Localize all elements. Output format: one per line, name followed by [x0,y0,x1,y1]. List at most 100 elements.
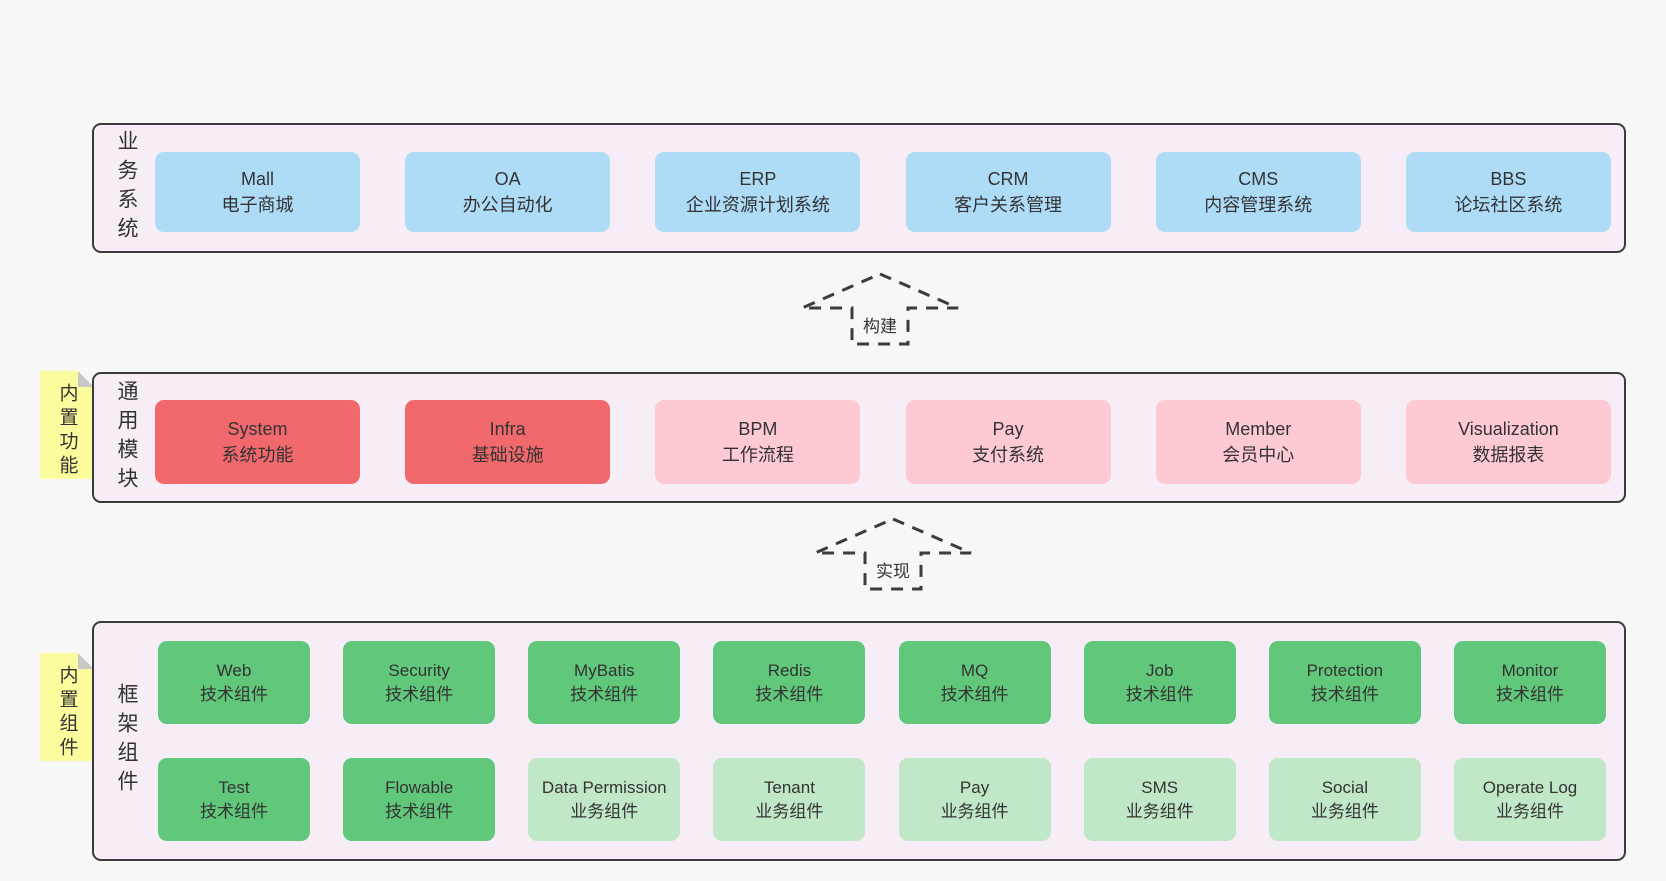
box-subtitle: 技术组件 [385,684,454,704]
box-title: Pay [959,777,990,797]
box-title: CMS [1238,168,1279,189]
box-subtitle: 业务组件 [1495,801,1564,821]
box-subtitle: 企业资源计划系统 [685,195,830,215]
box-title: Web [216,660,252,680]
component-box-bbs: BBS 论坛社区系统 [1405,152,1611,232]
box-title: Infra [489,418,526,439]
component-box-cms: CMS 内容管理系统 [1155,152,1361,232]
box-subtitle: 业务组件 [1125,801,1194,821]
component-box-flowable: Flowable 技术组件 [343,758,496,841]
box-title: Protection [1306,660,1384,680]
component-box-tenant: Tenant 业务组件 [713,758,866,841]
component-box-erp: ERP 企业资源计划系统 [655,152,861,232]
component-box-mall: Mall 电子商城 [155,152,360,232]
box-subtitle: 内容管理系统 [1204,195,1313,215]
box-title: ERP [739,168,777,189]
layer-label-business-systems: 业务系统 [115,130,138,246]
box-title: Tenant [763,777,815,797]
box-subtitle: 客户关系管理 [954,195,1063,215]
arrow-build: 构建 [800,271,960,347]
box-title: Pay [992,418,1024,439]
box-title: Visualization [1458,418,1559,439]
box-subtitle: 技术组件 [1310,684,1379,704]
component-box-mq: MQ 技术组件 [898,641,1051,724]
box-title: Monitor [1501,660,1559,680]
sticky-note-built-in-components: 内置组件 [40,653,94,761]
component-box-web: Web 技术组件 [158,641,310,724]
arrow-implement: 实现 [813,516,973,592]
component-box-oa: OA 办公自动化 [405,152,611,232]
component-box-security: Security 技术组件 [343,641,496,724]
layer-label-framework-components: 框架组件 [115,683,138,799]
box-subtitle: 技术组件 [940,684,1009,704]
box-title: Data Permission [541,777,667,797]
layer-business-systems: 业务系统 Mall 电子商城 OA 办公自动化 ERP 企业资源计划系统 CRM 客户关系管理… [92,123,1626,253]
component-box-infra: Infra 基础设施 [405,400,611,484]
box-title: Social [1321,777,1368,797]
box-subtitle: 会员中心 [1222,445,1295,465]
component-box-mybatis: MyBatis 技术组件 [528,641,681,724]
component-box-protection: Protection 技术组件 [1268,641,1421,724]
arrow-label: 构建 [860,312,900,337]
box-title: OA [494,168,521,189]
box-subtitle: 技术组件 [755,684,824,704]
component-box-data-permission: Data Permission 业务组件 [528,758,681,841]
box-subtitle: 技术组件 [200,801,268,821]
box-title: Redis [767,660,812,680]
box-title: Member [1225,418,1292,439]
box-title: Mall [240,168,274,189]
box-title: BBS [1490,168,1527,189]
component-box-visualization: Visualization 数据报表 [1405,400,1611,484]
box-title: MQ [960,660,989,680]
business-systems-row: Mall 电子商城 OA 办公自动化 ERP 企业资源计划系统 CRM 客户关系管理 CMS 内容… [155,152,1611,232]
box-subtitle: 技术组件 [200,684,268,704]
component-box-social: Social 业务组件 [1268,758,1421,841]
box-title: Security [388,660,450,680]
component-box-sms: SMS 业务组件 [1083,758,1236,841]
component-box-job: Job 技术组件 [1083,641,1236,724]
box-title: Test [218,777,250,797]
component-box-test: Test 技术组件 [158,758,310,841]
component-box-bpm: BPM 工作流程 [655,400,861,484]
box-subtitle: 业务组件 [940,801,1009,821]
box-subtitle: 数据报表 [1472,445,1545,465]
component-box-redis: Redis 技术组件 [713,641,866,724]
box-title: Job [1145,660,1174,680]
box-subtitle: 论坛社区系统 [1454,195,1563,215]
box-title: System [227,418,288,439]
box-subtitle: 基础设施 [471,445,544,465]
box-subtitle: 业务组件 [570,801,639,821]
component-box-member: Member 会员中心 [1155,400,1361,484]
box-subtitle: 工作流程 [721,445,794,465]
sticky-note-built-in-features: 内置功能 [40,371,94,479]
sticky-note-label: 内置功能 [56,383,78,479]
dashed-up-arrow-icon [814,517,972,591]
arrow-label: 实现 [873,557,913,582]
box-subtitle: 办公自动化 [462,195,553,215]
box-title: Flowable [385,777,454,797]
box-title: SMS [1141,777,1179,797]
box-title: CRM [987,168,1029,189]
box-subtitle: 技术组件 [570,684,639,704]
sticky-note-label: 内置组件 [56,665,78,761]
box-subtitle: 技术组件 [385,801,454,821]
component-box-crm: CRM 客户关系管理 [905,152,1111,232]
component-box-system: System 系统功能 [155,400,360,484]
box-subtitle: 电子商城 [221,195,294,215]
component-box-pay: Pay 业务组件 [898,758,1051,841]
box-subtitle: 技术组件 [1125,684,1194,704]
layer-label-common-modules: 通用模块 [115,379,138,496]
box-subtitle: 业务组件 [1310,801,1379,821]
box-title: MyBatis [574,660,635,680]
box-subtitle: 业务组件 [755,801,824,821]
box-subtitle: 系统功能 [221,445,294,465]
box-title: BPM [738,418,778,439]
